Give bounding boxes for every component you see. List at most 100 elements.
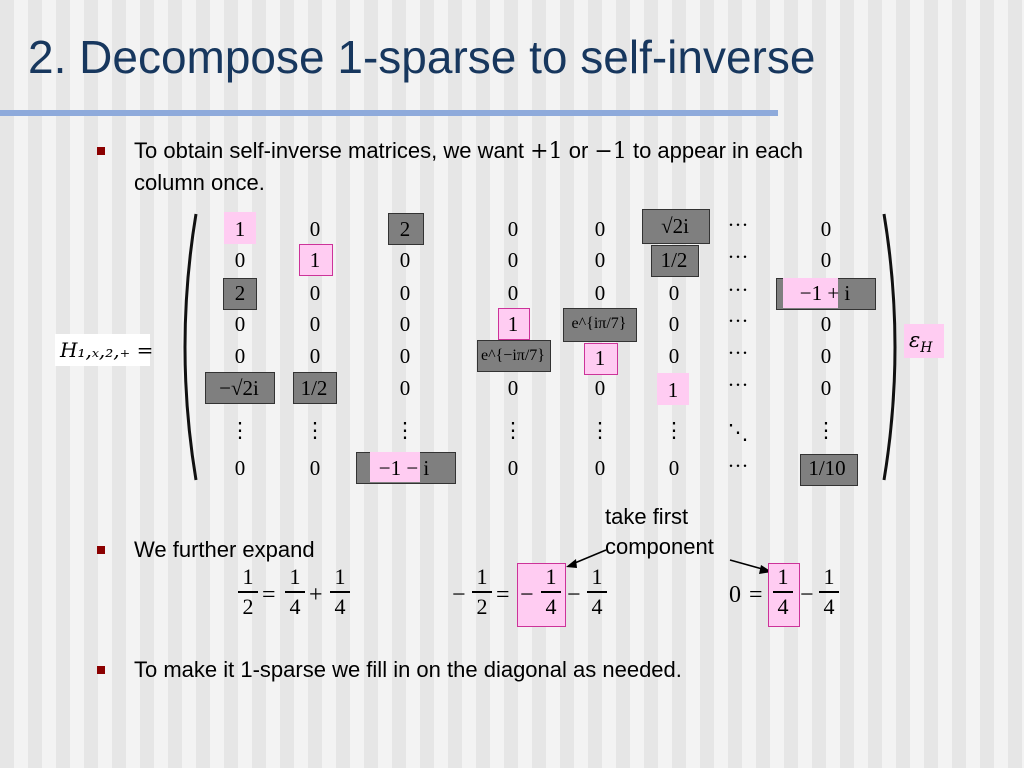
- matrix-entry: 0: [309, 312, 321, 336]
- highlight-box: [657, 373, 689, 405]
- matrix-entry: ···: [727, 278, 749, 302]
- matrix-entry: 0: [309, 344, 321, 368]
- epsilon-label: εH: [909, 328, 933, 356]
- highlight-box: [299, 244, 333, 276]
- callout-text: take first component: [605, 502, 714, 562]
- matrix-entry: 0: [594, 376, 606, 400]
- bullet-2-text: We further expand: [134, 537, 315, 562]
- matrix-entry: 0: [309, 217, 321, 241]
- matrix-entry: 0: [668, 344, 680, 368]
- matrix-entry: 0: [399, 344, 411, 368]
- matrix-entry: ⋮: [304, 418, 326, 442]
- matrix-entry: 0: [668, 312, 680, 336]
- bullet-3-text: To make it 1-sparse we fill in on the di…: [134, 657, 682, 682]
- highlight-box: [498, 308, 530, 340]
- matrix-entry: 0: [234, 456, 246, 480]
- matrix-entry: 0: [309, 281, 321, 305]
- bullet-1-part-a: To obtain self-inverse matrices, we want: [134, 138, 531, 163]
- matrix-entry: 0: [399, 281, 411, 305]
- matrix-entry: 2: [234, 281, 246, 305]
- matrix-entry: 0: [820, 312, 832, 336]
- matrix-entry: 0: [820, 344, 832, 368]
- eq2-highlight: [517, 563, 566, 627]
- matrix-entry: ···: [727, 309, 749, 333]
- callout-arrows: [566, 549, 772, 574]
- matrix-entry: 1/2: [300, 376, 328, 400]
- matrix-entry: 0: [507, 281, 519, 305]
- highlight-box: [477, 340, 551, 372]
- bullet-1-part-b: to appear in each: [626, 138, 803, 163]
- highlight-box: [584, 343, 618, 375]
- matrix-entry: ⋮: [663, 418, 685, 442]
- matrix-lhs-label: H₁,ₓ,₂,₊ =: [60, 338, 154, 362]
- bullet-marker: [97, 147, 105, 155]
- eq3-op: −: [800, 582, 814, 608]
- matrix-entry: ⋮: [589, 418, 611, 442]
- matrix-entry: 0: [234, 312, 246, 336]
- matrix-entry: ⋮: [815, 418, 837, 442]
- epsilon-subscript: H: [920, 340, 933, 357]
- matrix-entry: 0: [594, 456, 606, 480]
- matrix-entry: 0: [399, 248, 411, 272]
- matrix-entry: 1: [594, 346, 606, 370]
- bullet-1-plus-one: +1: [530, 139, 563, 164]
- eq3-zero: 0: [729, 582, 741, 608]
- highlight-box: [370, 452, 420, 482]
- slide-title: 2. Decompose 1-sparse to self-inverse: [28, 31, 816, 83]
- highlight-box: [224, 212, 256, 244]
- matrix-entry: ⋮: [394, 418, 416, 442]
- matrix-entry: 0: [594, 217, 606, 241]
- matrix-entry: 0: [234, 248, 246, 272]
- matrix-entry: 0: [594, 248, 606, 272]
- matrix-entry: 0: [507, 376, 519, 400]
- callout-line-2: component: [605, 534, 714, 559]
- matrix-entry: 0: [399, 376, 411, 400]
- matrix-entry: 0: [668, 456, 680, 480]
- matrix-entry: 0: [507, 217, 519, 241]
- bullet-marker: [97, 546, 105, 554]
- matrix-entry: 0: [820, 248, 832, 272]
- matrix-entry: 0: [820, 376, 832, 400]
- matrix-entry: 0: [309, 456, 321, 480]
- matrix-entry: 0: [399, 312, 411, 336]
- bullet-1-or: or: [562, 138, 595, 163]
- matrix-entry: 1: [309, 248, 321, 272]
- epsilon-box: [904, 324, 944, 358]
- matrix-entry: ···: [727, 245, 749, 269]
- highlight-box: [223, 278, 257, 310]
- matrix-entry: 1: [234, 217, 246, 241]
- highlight-box: [293, 372, 337, 404]
- matrix-lhs-box: [55, 334, 150, 366]
- eq3-equals: =: [749, 582, 763, 608]
- left-paren: [183, 213, 198, 481]
- bullet-marker: [97, 666, 105, 674]
- matrix-entry: ···: [727, 213, 749, 237]
- highlight-box: [563, 308, 637, 342]
- matrix-entry: 0: [507, 248, 519, 272]
- matrix-entry: 0: [234, 344, 246, 368]
- matrix-entry: 0: [820, 217, 832, 241]
- eq3-highlight: [768, 563, 800, 627]
- matrix-entry: 2: [399, 217, 411, 241]
- matrix-entry: 1/2: [660, 248, 688, 272]
- bullet-1-text: To obtain self-inverse matrices, we want…: [134, 135, 934, 198]
- matrix-entry: 0: [668, 281, 680, 305]
- matrix-entry: ⋱: [727, 420, 749, 444]
- highlight-box: [800, 454, 858, 486]
- highlight-box: [642, 209, 710, 244]
- bullet-1-part-c: column once.: [134, 170, 265, 195]
- matrix-entry: e^{iπ/7}: [571, 315, 627, 332]
- matrix-entry: ···: [727, 341, 749, 365]
- matrix-entry: −1 + i: [799, 281, 851, 305]
- matrix-entry: 0: [594, 281, 606, 305]
- epsilon-symbol: ε: [909, 328, 921, 352]
- right-paren: [882, 213, 897, 481]
- highlight-box: [205, 372, 275, 404]
- bullet-1-minus-one: −1: [594, 139, 627, 164]
